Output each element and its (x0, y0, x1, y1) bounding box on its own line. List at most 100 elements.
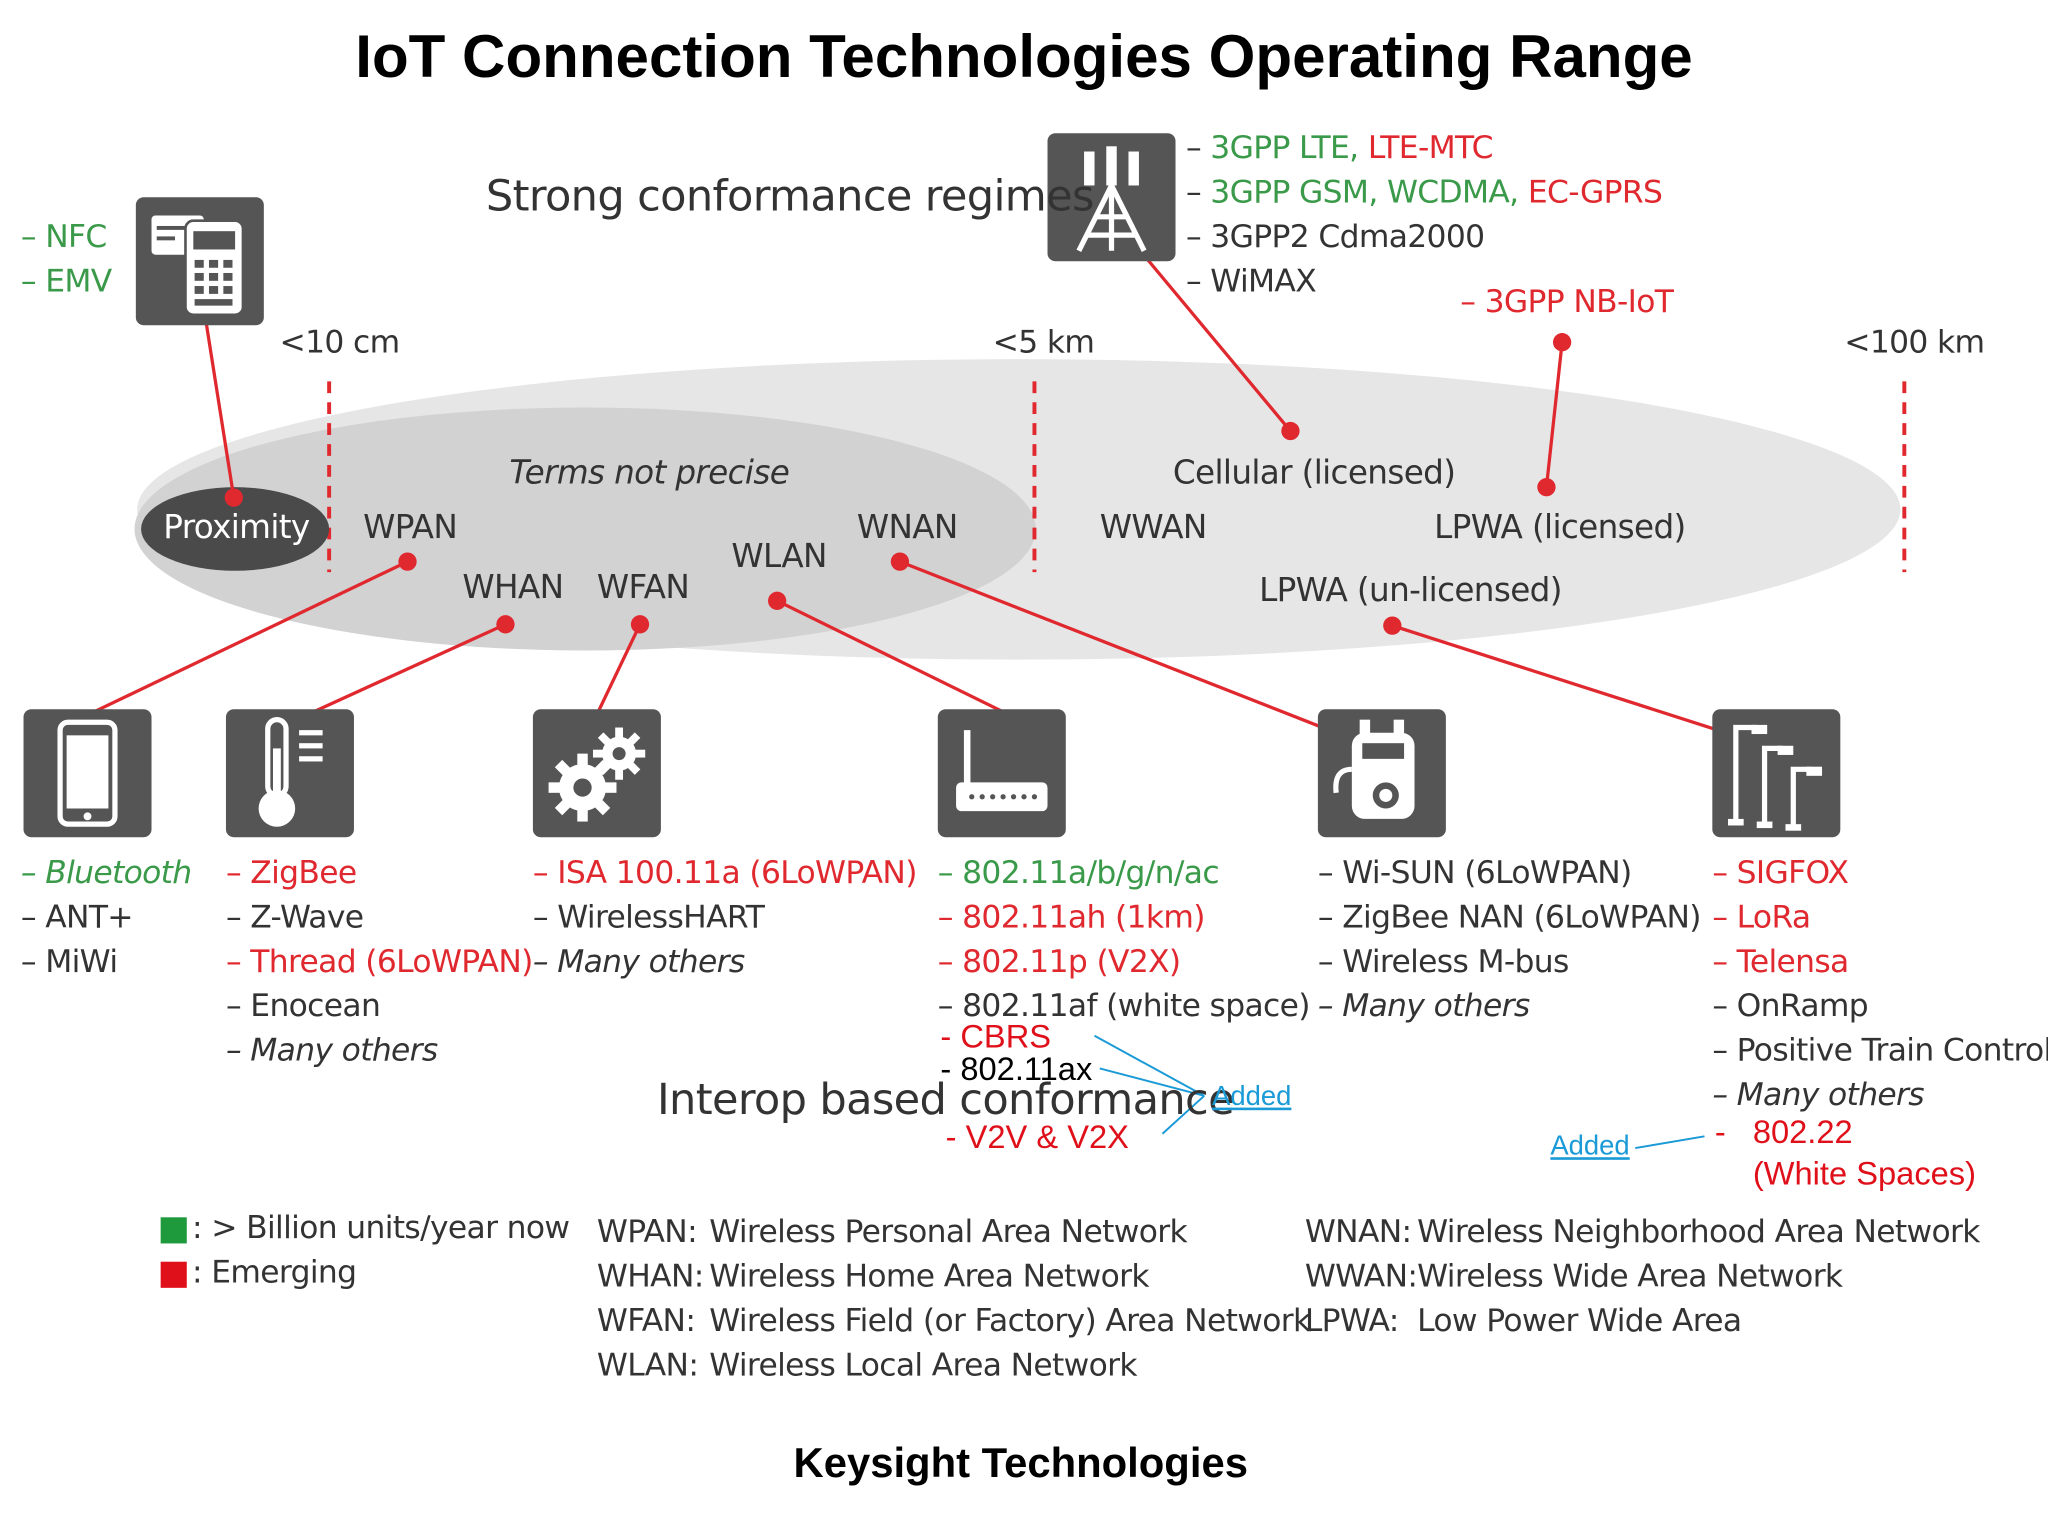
cellular-item-text: LTE-MTC (1367, 129, 1494, 166)
cellular-item: – 3GPP GSM, WCDMA, EC-GPRS (1186, 170, 1663, 214)
proximity-label: Proximity (163, 508, 310, 546)
list-item: – Many others (532, 943, 745, 980)
page-title: IoT Connection Technologies Operating Ra… (355, 22, 1693, 91)
term-wwan: WWAN (1099, 508, 1208, 546)
list-item: – 802.11a/b/g/n/ac (937, 854, 1220, 891)
legend-red-label: : Emerging (191, 1253, 357, 1291)
added-annotation-lines (1094, 1034, 1705, 1150)
terms-not-precise-label: Terms not precise (509, 453, 790, 492)
range-label-5km: <5 km (992, 323, 1095, 361)
strong-conformance-label: Strong conformance regimes (485, 169, 1095, 221)
whan-tech-list: – ZigBee– Z-Wave– Thread (6LoWPAN)– Enoc… (226, 850, 533, 1072)
list-dash: – (1185, 129, 1211, 166)
term-cellular: Cellular (licensed) (1172, 453, 1456, 492)
definition-row: WLAN: Wireless Local Area Network (597, 1343, 1311, 1387)
list-item: – 802.11p (V2X) (937, 943, 1181, 980)
definition-row: WHAN:Wireless Home Area Network (597, 1254, 1311, 1298)
list-item: – Many others (225, 1031, 438, 1069)
wfan-tech-list: – ISA 100.11a (6LoWPAN) – WirelessHART – M… (532, 850, 918, 983)
term-wfan: WFAN (596, 568, 690, 607)
interop-conformance-label: Interop based conformance (656, 1073, 1235, 1125)
list-item: – LoRa (1712, 898, 1811, 936)
cellular-item-text: 3GPP LTE, (1210, 129, 1368, 166)
proximity-item: – NFC (20, 218, 107, 255)
footer-brand: Keysight Technologies (793, 1439, 1248, 1487)
cellular-item: – 3GPP LTE, LTE-MTC (1186, 125, 1662, 169)
list-dash: – (1185, 262, 1211, 300)
term-whan: WHAN (462, 568, 564, 607)
definition-full: Wireless Wide Area Network (1417, 1257, 1843, 1295)
legend-red-swatch (160, 1261, 187, 1288)
connector-lines (93, 257, 1715, 731)
cellular-item: – WiMAX (1186, 259, 1662, 303)
term-lpwa-unlicensed: LPWA (un-licensed) (1259, 570, 1562, 609)
cellular-list: – 3GPP LTE, LTE-MTC– 3GPP GSM, WCDMA, EC… (1186, 125, 1663, 303)
added-80222: 802.22 (1752, 1114, 1853, 1151)
cellular-item-text: 3GPP2 Cdma2000 (1210, 218, 1485, 255)
cellular-item: – 3GPP2 Cdma2000 (1186, 214, 1662, 258)
definition-abbr: WNAN: (1304, 1213, 1412, 1250)
added-white-spaces: (White Spaces) (1752, 1155, 1977, 1193)
list-item: – MiWi (20, 943, 118, 980)
definition-abbr: WHAN: (596, 1257, 704, 1295)
list-item: – ANT+ (20, 898, 134, 936)
list-item: – 802.11af (white space) (937, 987, 1311, 1024)
smart-meter-icon (1317, 709, 1446, 838)
added-80211ax: - 802.11ax (940, 1051, 1093, 1088)
term-wnan: WNAN (856, 508, 959, 546)
added-note-link[interactable]: Added (1212, 1081, 1292, 1112)
thermometer-icon (225, 709, 354, 838)
list-item: – SIGFOX (1712, 854, 1849, 891)
list-item: – Positive Train Control (1712, 1031, 2048, 1069)
list-item: – Many others (1317, 987, 1530, 1024)
cellular-item-text: EC-GPRS (1527, 173, 1663, 211)
legend-green-label: : > Billion units/year now (191, 1209, 570, 1247)
cellular-item-text: 3GPP GSM, WCDMA, (1210, 173, 1528, 211)
list-item: – 802.11ah (1km) (937, 898, 1206, 936)
definition-full: Wireless Home Area Network (709, 1257, 1149, 1295)
added-80222-dash: - (1714, 1114, 1726, 1151)
list-item: – ZigBee (225, 854, 357, 891)
term-wpan: WPAN (363, 508, 458, 546)
list-item: – Wireless M-bus (1317, 943, 1569, 980)
definition-full: Wireless Field (or Factory) Area Network (709, 1302, 1311, 1339)
term-lpwa-licensed: LPWA (licensed) (1434, 508, 1686, 546)
added-note-link[interactable]: Added (1550, 1131, 1630, 1162)
list-item: – Many others (1712, 1076, 1924, 1113)
definition-full: Low Power Wide Area (1417, 1302, 1742, 1339)
legend-green-swatch (160, 1217, 187, 1244)
list-item: – Z-Wave (225, 898, 364, 936)
list-item: – ISA 100.11a (6LoWPAN) (532, 854, 918, 891)
definition-full: Wireless Neighborhood Area Network (1417, 1213, 1980, 1250)
router-icon (937, 709, 1066, 838)
cellular-item-text: WiMAX (1210, 262, 1317, 300)
street-lights-icon (1712, 709, 1841, 838)
definition-full: Wireless Local Area Network (709, 1346, 1137, 1384)
list-item: – Telensa (1712, 943, 1849, 980)
wlan-tech-list: – 802.11a/b/g/n/ac – 802.11ah (1km) – 802.… (937, 850, 1311, 1028)
proximity-bubble (141, 487, 330, 571)
list-item: – Bluetooth (20, 854, 192, 891)
definition-full: Wireless Personal Area Network (709, 1213, 1187, 1250)
list-item: – Enocean (225, 987, 381, 1024)
inner-range-ellipse (134, 407, 1036, 651)
payment-terminal-icon (135, 197, 264, 326)
definition-row: LPWA: Low Power Wide Area (1305, 1298, 1980, 1342)
range-label-10cm: <10 cm (279, 323, 401, 361)
cell-tower-icon (1047, 133, 1176, 262)
range-label-100km: <100 km (1844, 323, 1985, 361)
definition-abbr: WWAN: (1304, 1257, 1418, 1295)
wpan-tech-list: – Bluetooth – ANT+ – MiWi (21, 850, 192, 983)
definition-row: WWAN:Wireless Wide Area Network (1305, 1254, 1980, 1298)
list-dash: – (1185, 218, 1211, 255)
list-item: – ZigBee NAN (6LoWPAN) (1317, 898, 1702, 936)
list-item: – Wi-SUN (6LoWPAN) (1317, 854, 1632, 891)
definition-abbr: LPWA: (1304, 1302, 1399, 1339)
definition-abbr: WLAN: (596, 1346, 699, 1384)
list-item: – WirelessHART (532, 898, 765, 936)
smartphone-icon (23, 709, 152, 838)
